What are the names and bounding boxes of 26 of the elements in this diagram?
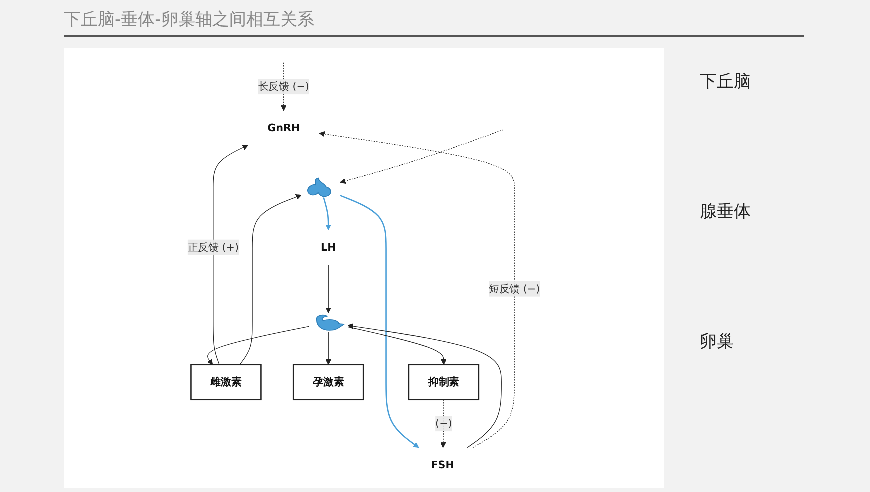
arrow <box>340 195 420 448</box>
node-text: FSH <box>431 458 454 472</box>
arrow <box>207 326 310 366</box>
arrow <box>340 130 504 184</box>
arrow <box>213 145 248 366</box>
edge-label: 长反馈 (−) <box>258 80 310 93</box>
node-box: 抑制素 <box>408 364 480 401</box>
arrow <box>440 400 446 448</box>
node-text: GnRH <box>268 122 300 134</box>
arrow <box>326 332 332 366</box>
title: 下丘脑-垂体-卵巢轴之间相互关系 <box>64 8 804 37</box>
arrow <box>348 326 447 366</box>
edge-label: (−) <box>436 417 452 430</box>
edge-label: 正反馈 (+) <box>188 241 240 254</box>
region-label: 下丘脑 <box>700 71 751 93</box>
arrow <box>319 132 515 448</box>
node-text: LH <box>320 241 336 254</box>
region-label: 腺垂体 <box>700 201 751 223</box>
arrow <box>240 194 302 366</box>
arrow <box>323 198 332 230</box>
node-box: 雌激素 <box>190 364 262 401</box>
node-box: 孕激素 <box>292 364 364 401</box>
arrow <box>348 324 502 448</box>
arrow <box>326 264 332 314</box>
region-label: 卵巢 <box>700 331 734 353</box>
edge-label: 短反馈 (−) <box>488 282 540 295</box>
